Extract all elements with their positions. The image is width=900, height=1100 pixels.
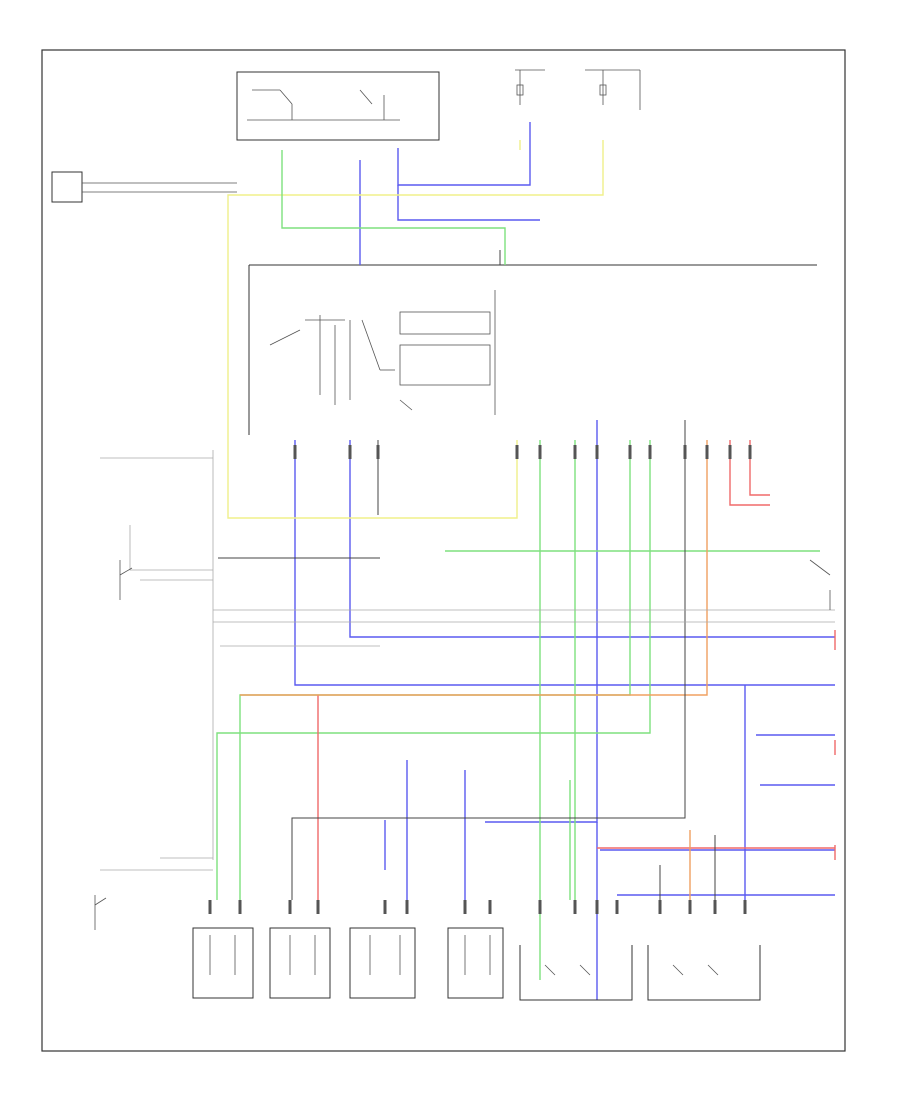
green-wires [216,150,820,980]
connector-tick [595,900,599,914]
connector-tick [573,900,577,914]
bottom-component-6 [647,945,761,1001]
right-branch-components [809,559,831,610]
connector-tick [743,900,747,914]
top-fuse-block [236,71,440,141]
connector-tick [488,900,492,914]
orange-wires [240,440,708,900]
connector-tick [615,900,619,914]
bottom-component-4 [447,927,504,999]
connector-tick [463,900,467,914]
connector-tick [238,900,242,914]
top-right-fuses [515,69,641,110]
connector-tick [648,445,652,459]
connector-tick [728,445,732,459]
connector-tick [405,900,409,914]
connector-tick [383,900,387,914]
red-wires [317,440,836,900]
control-unit-box [248,264,817,435]
blue-wires [294,122,835,1000]
left-switch-cluster [94,560,133,930]
connector-tick [288,900,292,914]
connector-tick [705,445,709,459]
bottom-component-5 [519,945,633,1001]
bottom-component-2 [269,927,331,999]
left-top-component [51,171,237,203]
connector-tick [683,445,687,459]
connector-tick [316,900,320,914]
diagram-frame [41,49,846,1052]
connector-tick [376,445,380,459]
connector-tick [748,445,752,459]
connector-tick [515,445,519,459]
connector-tick [538,900,542,914]
connector-tick [573,445,577,459]
yellow-wires [227,140,604,519]
gray-wires [100,450,835,871]
connector-tick [658,900,662,914]
connector-tick [688,900,692,914]
connector-tick [628,445,632,459]
connector-tick [538,445,542,459]
connector-ticks [208,445,752,914]
connector-tick [208,900,212,914]
black-wires [218,250,716,900]
connector-tick [713,900,717,914]
connector-tick [348,445,352,459]
connector-tick [293,445,297,459]
bottom-component-3 [349,927,416,999]
connector-tick [595,445,599,459]
bottom-component-1 [192,927,254,999]
